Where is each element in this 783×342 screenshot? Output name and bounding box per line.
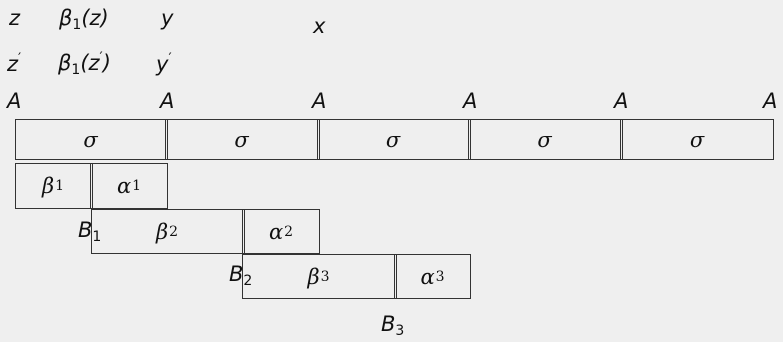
label-a-5: A — [614, 89, 629, 113]
label-z: z — [9, 6, 21, 30]
b-symbol: B — [229, 262, 244, 286]
beta1-symbol: β — [41, 174, 55, 198]
label-y-prime: y′ — [156, 52, 172, 75]
sigma-cell-3: σ — [318, 119, 471, 160]
beta3-subscript: 3 — [320, 268, 330, 285]
beta3-symbol: β — [307, 264, 320, 289]
sigma-cell-1: σ — [15, 119, 168, 160]
alpha3-subscript: 3 — [435, 268, 445, 285]
close-paren: ) — [102, 51, 111, 75]
label-a-4: A — [463, 89, 478, 113]
b-symbol: B — [381, 312, 396, 336]
alpha2-symbol: α — [268, 219, 284, 244]
prime-mark: ′ — [99, 50, 103, 66]
label-beta1-z-prime: β1(z′) — [58, 51, 111, 77]
label-z-prime: z′ — [7, 52, 21, 75]
sigma-cell-5: σ — [621, 119, 774, 160]
beta-arg: (z) — [81, 6, 109, 30]
label-y: y — [161, 6, 174, 30]
label-a-3: A — [312, 89, 327, 113]
b-symbol: B — [78, 218, 93, 242]
b-subscript: 2 — [243, 273, 253, 289]
b-subscript: 3 — [395, 323, 405, 339]
label-b3: B3 — [381, 312, 405, 339]
beta-subscript: 1 — [71, 62, 81, 78]
label-a-2: A — [160, 89, 175, 113]
alpha1-subscript: 1 — [132, 178, 142, 194]
label-x: x — [313, 14, 326, 38]
label-b1: B1 — [78, 218, 102, 245]
alpha2-subscript: 2 — [284, 223, 294, 240]
label-beta1-z: β1(z) — [59, 6, 109, 33]
beta-symbol: β — [58, 51, 72, 75]
label-a-1: A — [7, 89, 22, 113]
beta-subscript: 1 — [72, 17, 82, 33]
beta2-symbol: β — [155, 219, 169, 244]
alpha3-symbol: α — [420, 264, 435, 289]
label-b2: B2 — [229, 262, 253, 289]
beta1-subscript: 1 — [55, 178, 65, 194]
sigma-cell-2: σ — [166, 119, 320, 160]
prime-mark: ′ — [18, 51, 22, 67]
sigma-cell-4: σ — [469, 119, 623, 160]
beta-arg: (z — [80, 51, 100, 75]
beta-symbol: β — [59, 6, 73, 30]
y-symbol: y — [156, 52, 169, 76]
label-a-6: A — [763, 89, 778, 113]
alpha1-symbol: α — [116, 174, 132, 198]
b-subscript: 1 — [92, 229, 102, 245]
prime-mark: ′ — [168, 51, 172, 67]
beta2-subscript: 2 — [169, 223, 179, 240]
z-symbol: z — [7, 52, 19, 76]
